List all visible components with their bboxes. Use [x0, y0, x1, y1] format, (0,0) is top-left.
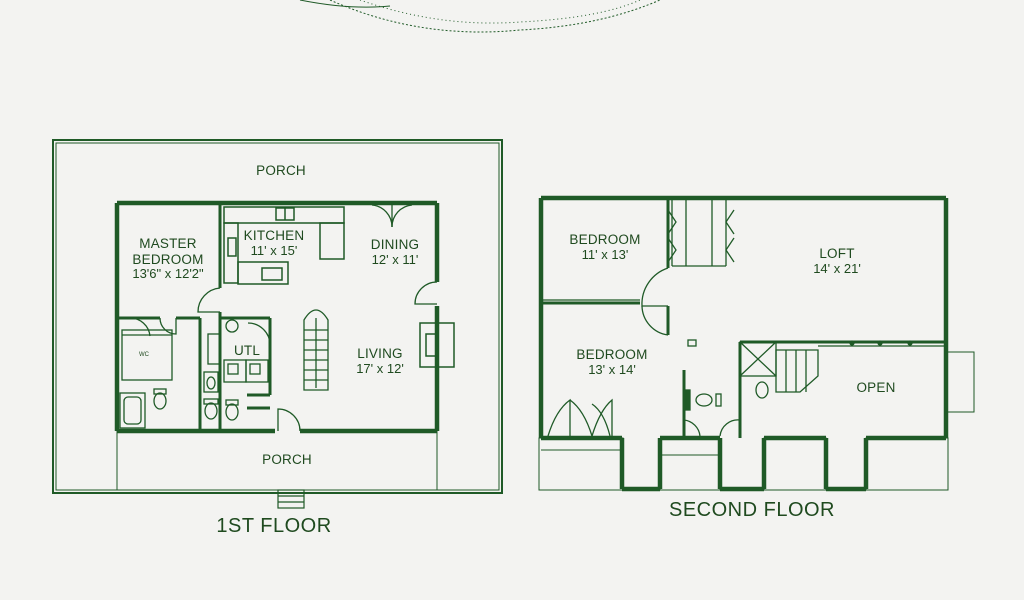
dining-french-doors [371, 204, 413, 228]
second-floor-title: SECOND FLOOR [668, 499, 836, 521]
porch-top-label: PORCH [256, 163, 306, 178]
master-bedroom-name-2: BEDROOM [132, 251, 204, 267]
porch-steps [277, 489, 305, 509]
kitchen-counters [223, 206, 345, 285]
utility-fixtures [223, 319, 271, 421]
porch-bottom-label: PORCH [262, 452, 312, 467]
kitchen-dims: 11' x 15' [250, 242, 298, 258]
bedroom-1-dims: 11' x 13' [581, 246, 629, 262]
master-closet [121, 317, 173, 381]
closet-doors [667, 200, 735, 267]
second-floor-stairs [739, 341, 819, 399]
dining-name: DINING [370, 237, 420, 252]
bath-fixtures [119, 333, 221, 429]
first-floor-interior-walls [117, 203, 272, 431]
first-floor-stairs [303, 309, 329, 391]
dining-label: DINING 12' x 11' [371, 237, 419, 267]
loft-name: LOFT [819, 246, 855, 261]
loft-railing [541, 299, 946, 347]
master-bedroom-dims: 13'6" x 12'2" [132, 266, 204, 282]
bedroom-1-name: BEDROOM [569, 232, 641, 247]
living-name: LIVING [357, 346, 403, 361]
bedroom-1-label: BEDROOM 11' x 13' [569, 232, 640, 262]
front-door [277, 408, 301, 432]
second-floor-plan [538, 195, 975, 492]
kitchen-name: KITCHEN [243, 228, 305, 243]
master-door [197, 287, 221, 313]
bedroom-2-label: BEDROOM 13' x 14' [576, 347, 647, 377]
bedroom-2-name: BEDROOM [576, 347, 648, 362]
bedroom-2-dims: 13' x 14' [588, 361, 636, 377]
master-bedroom-label: MASTER BEDROOM 13'6" x 12'2" [132, 236, 203, 282]
upstairs-bath [683, 339, 741, 437]
master-bedroom-name-1: MASTER [139, 236, 197, 251]
living-dims: 17' x 12' [356, 360, 404, 376]
first-floor-plan [52, 139, 503, 509]
loft-label: LOFT 14' x 21' [813, 246, 861, 276]
loft-dims: 14' x 21' [813, 260, 861, 276]
bedroom-1-door [641, 267, 669, 307]
dining-exterior-door [414, 281, 438, 305]
bedroom-2-door [641, 305, 669, 336]
bedroom-2-closet-doors [547, 398, 613, 437]
open-label: OPEN [856, 380, 896, 395]
kitchen-label: KITCHEN 11' x 15' [244, 228, 305, 258]
closet-wc-label: WC [139, 352, 149, 358]
living-label: LIVING 17' x 12' [356, 346, 404, 376]
first-floor-title: 1ST FLOOR [216, 515, 332, 537]
utility-label: UTL [233, 343, 261, 358]
fireplace [419, 322, 455, 368]
dining-dims: 12' x 11' [371, 251, 419, 267]
dormer-lines [538, 351, 975, 491]
foliage-illustration [299, 0, 661, 33]
first-floor-walls [114, 200, 440, 434]
